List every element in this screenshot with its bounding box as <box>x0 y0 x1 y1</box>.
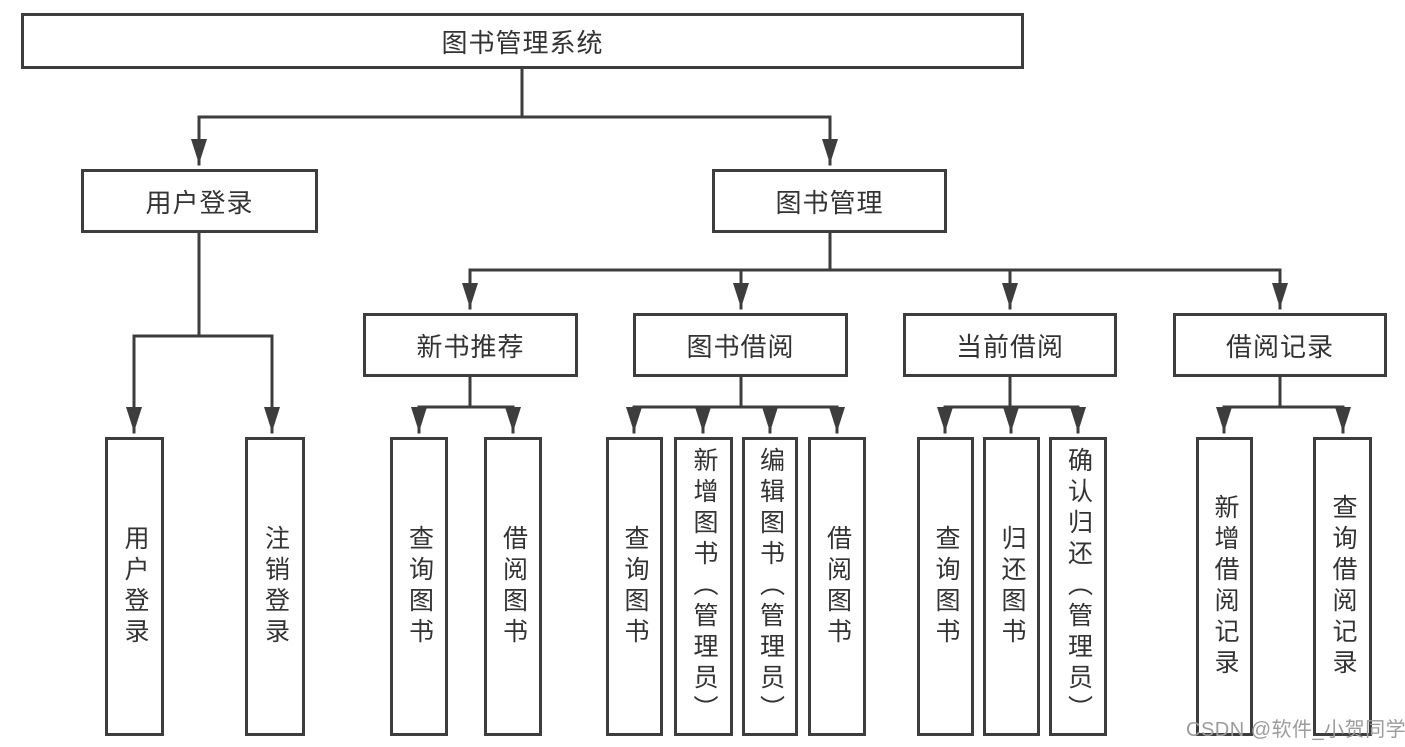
node-book-borrowing-label: 图书借阅 <box>686 331 795 362</box>
node-new-book-recommendation-label: 新书推荐 <box>416 331 525 362</box>
leaf-bb-query-books-label: 查询图书 <box>621 524 649 649</box>
leaf-nbr-query-books-label: 查询图书 <box>405 524 434 649</box>
leaf-bb-add-books-admin-label: 新增图书（管理员） <box>690 447 718 726</box>
leaf-bb-borrow-books-label: 借阅图书 <box>823 524 852 649</box>
node-user-login: 用户登录 <box>81 169 318 233</box>
leaf-cb-query-books-label: 查询图书 <box>932 524 960 649</box>
node-new-book-recommendation: 新书推荐 <box>363 313 578 377</box>
node-book-management: 图书管理 <box>712 169 947 233</box>
node-book-management-label: 图书管理 <box>775 187 884 218</box>
leaf-nbr-query-books: 查询图书 <box>390 437 448 736</box>
leaf-bb-edit-books-admin: 编辑图书（管理员） <box>742 437 798 736</box>
leaf-cb-confirm-return-admin: 确认归还（管理员） <box>1049 437 1107 736</box>
leaf-user-login-label: 用户登录 <box>121 524 149 649</box>
node-current-borrowing-label: 当前借阅 <box>955 331 1064 362</box>
leaf-br-add-record: 新增借阅记录 <box>1196 437 1253 736</box>
leaf-bb-query-books: 查询图书 <box>606 437 663 736</box>
leaf-br-query-record-label: 查询借阅记录 <box>1329 493 1357 680</box>
node-current-borrowing: 当前借阅 <box>903 313 1117 377</box>
leaf-cb-return-books: 归还图书 <box>983 437 1040 736</box>
leaf-cb-return-books-label: 归还图书 <box>998 524 1026 649</box>
node-root: 图书管理系统 <box>21 13 1024 69</box>
node-borrowing-records: 借阅记录 <box>1173 313 1387 377</box>
leaf-logout-label: 注销登录 <box>261 524 290 649</box>
leaf-bb-borrow-books: 借阅图书 <box>808 437 866 736</box>
node-user-login-label: 用户登录 <box>145 187 254 218</box>
leaf-br-query-record: 查询借阅记录 <box>1313 437 1372 736</box>
leaf-user-login: 用户登录 <box>105 437 164 736</box>
leaf-bb-add-books-admin: 新增图书（管理员） <box>674 437 733 736</box>
leaf-nbr-borrow-books-label: 借阅图书 <box>499 524 528 649</box>
leaf-br-add-record-label: 新增借阅记录 <box>1211 493 1239 680</box>
node-root-label: 图书管理系统 <box>441 27 604 58</box>
node-book-borrowing: 图书借阅 <box>633 313 848 377</box>
leaf-logout: 注销登录 <box>245 437 305 736</box>
leaf-cb-confirm-return-admin-label: 确认归还（管理员） <box>1064 447 1093 726</box>
node-borrowing-records-label: 借阅记录 <box>1225 331 1334 362</box>
leaf-bb-edit-books-admin-label: 编辑图书（管理员） <box>756 447 785 726</box>
leaf-cb-query-books: 查询图书 <box>917 437 974 736</box>
watermark-text: CSDN @软件_小贺同学 <box>1186 719 1405 741</box>
leaf-nbr-borrow-books: 借阅图书 <box>484 437 542 736</box>
